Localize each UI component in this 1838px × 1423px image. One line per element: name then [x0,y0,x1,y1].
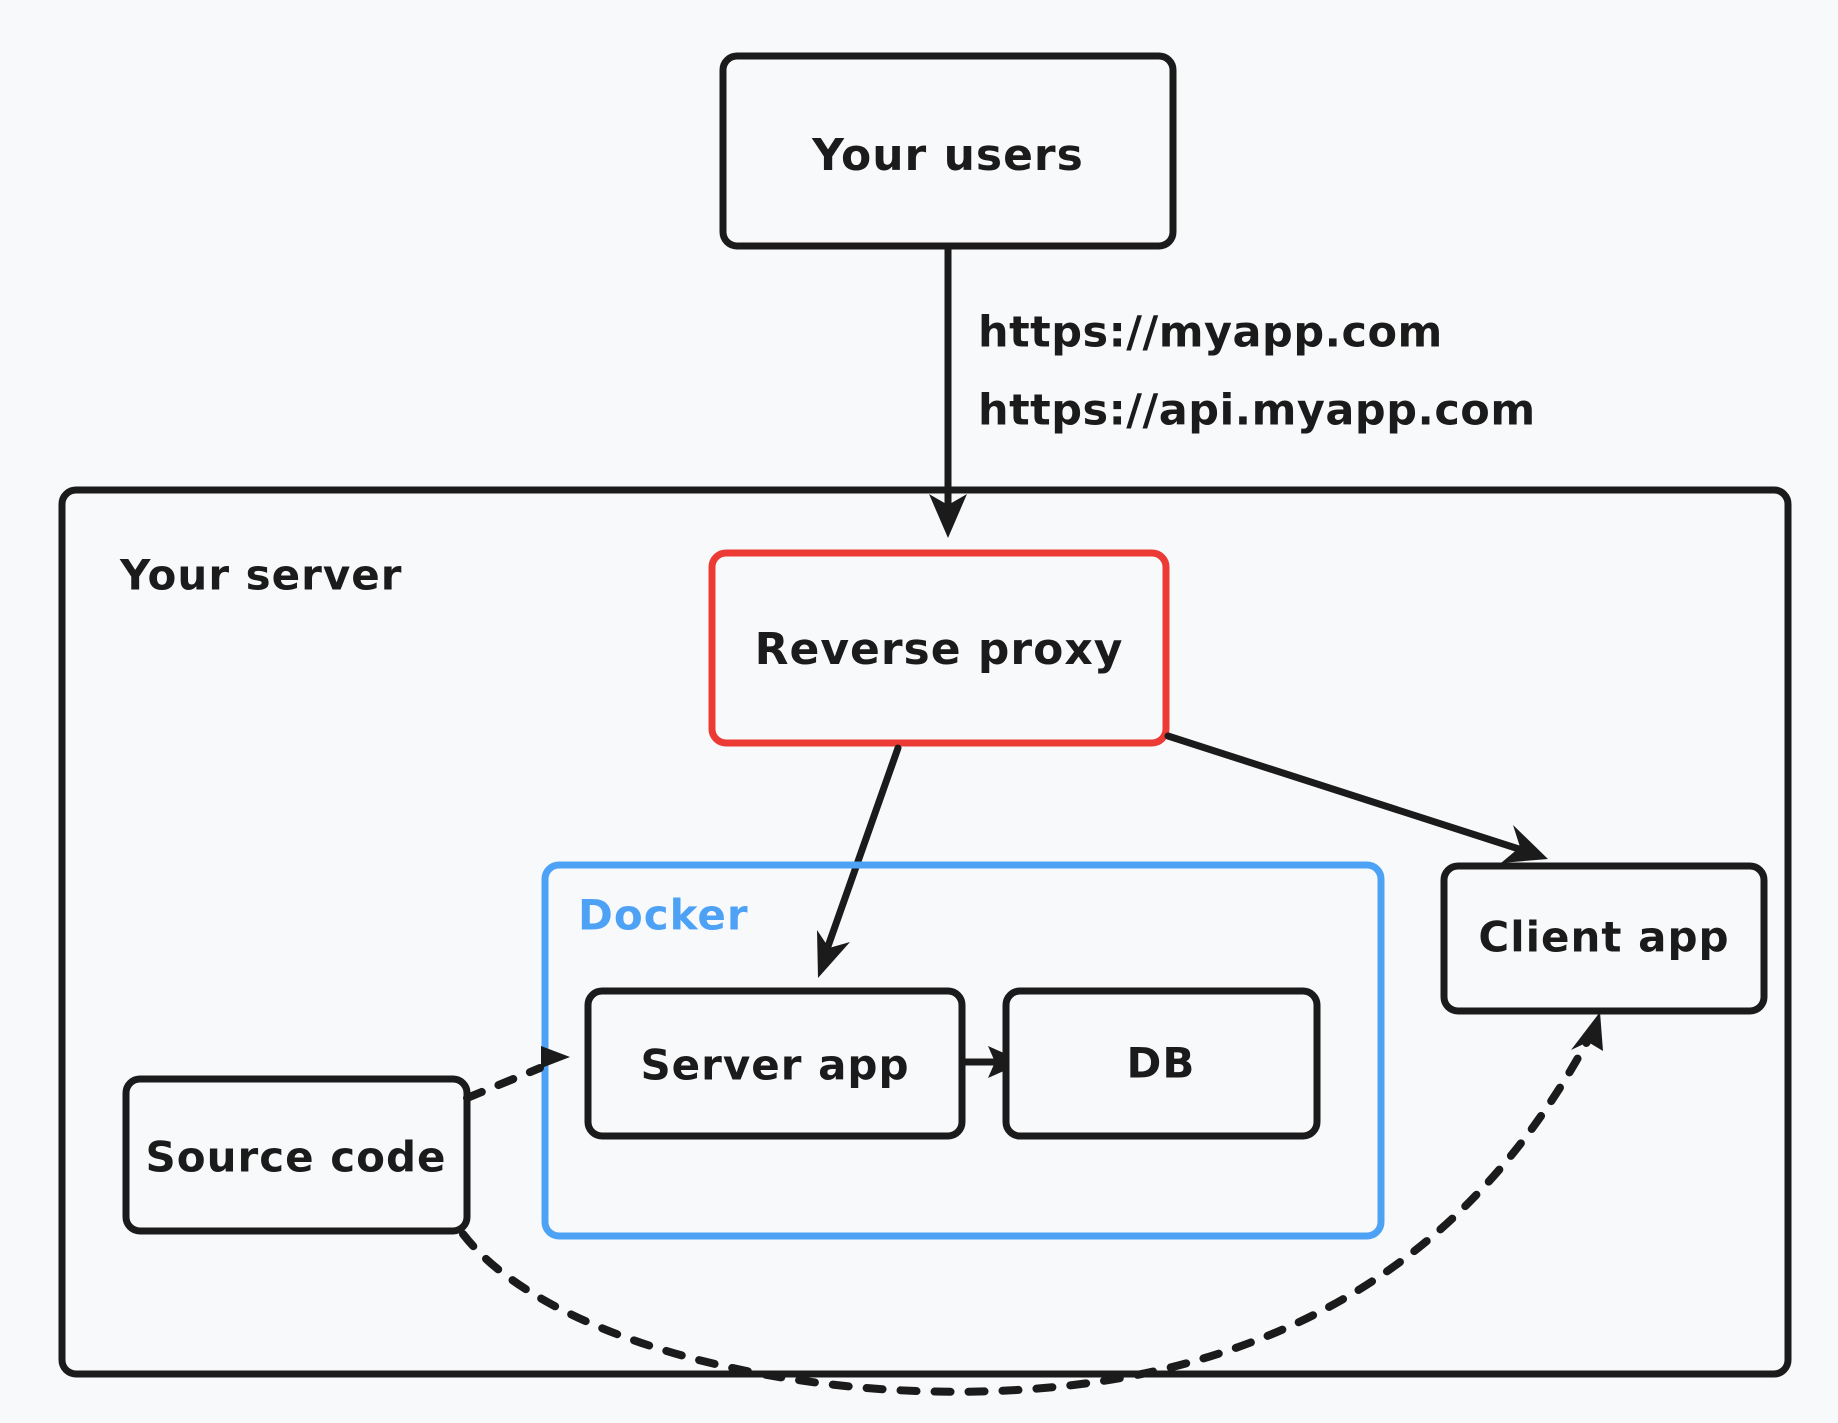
node-reverse-proxy[interactable]: Reverse proxy [708,549,1170,747]
edge-label-url-primary: https://myapp.com [978,308,1443,358]
edge-reverse-proxy-to-server-app [817,744,902,978]
your-users-label: Your users [811,130,1084,181]
group-your-server: Your server [58,486,1792,1378]
edge-line [822,744,902,956]
edge-source-code-to-client-app [459,1012,1603,1396]
arrowhead-up-right-icon [526,1046,570,1074]
arrowhead-down-right-icon [1501,825,1548,863]
db-rect[interactable] [1002,987,1321,1140]
your-server-label: Your server [119,551,402,600]
edge-reverse-proxy-to-client-app [1164,732,1548,863]
node-your-users[interactable]: Your users [719,52,1177,250]
node-source-code[interactable]: Source code [122,1075,471,1235]
client-app-rect[interactable] [1440,862,1768,1015]
node-client-app[interactable]: Client app [1440,862,1768,1015]
arrowhead-down-icon [929,494,967,538]
arrowhead-up-right-icon [1571,1012,1603,1051]
node-server-app[interactable]: Server app [584,987,966,1140]
docker-label: Docker [578,891,749,940]
your-server-boundary [58,486,1792,1378]
edge-users-to-reverse-proxy [929,244,967,538]
source-code-rect[interactable] [122,1075,471,1235]
edge-source-code-to-server-app [463,1046,570,1102]
db-label: DB [1127,1039,1196,1088]
server-app-label: Server app [640,1041,909,1090]
edge-line-dashed [459,1036,1592,1396]
edge-label-url-api: https://api.myapp.com [978,386,1536,436]
edge-line [1164,732,1526,854]
source-code-label: Source code [145,1133,446,1182]
client-app-label: Client app [1478,913,1729,962]
arrowhead-down-left-icon [817,930,850,978]
node-db[interactable]: DB [1002,987,1321,1140]
reverse-proxy-rect[interactable] [708,549,1170,747]
reverse-proxy-label: Reverse proxy [755,624,1124,675]
